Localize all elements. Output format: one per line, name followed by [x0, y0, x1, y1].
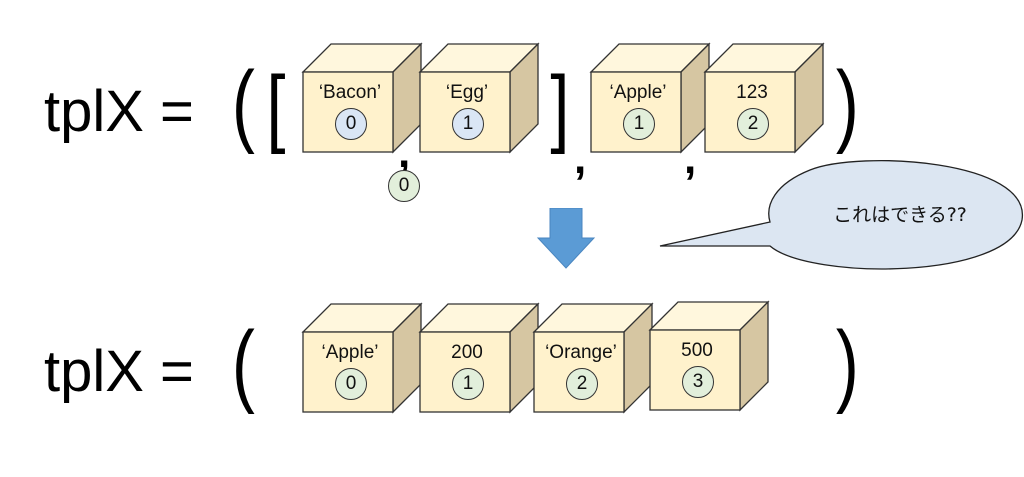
speech-bubble-text: これはできる??	[833, 204, 967, 226]
index-badge: 0	[335, 368, 367, 400]
index-badge: 1	[623, 108, 655, 140]
top-close-bracket: ]	[550, 59, 570, 155]
index-badge: 0	[335, 108, 367, 140]
cube-value: 500	[681, 340, 713, 361]
cube-123: 123 2	[703, 42, 825, 154]
index-badge: 3	[682, 366, 714, 398]
cube-value: ‘Apple’	[321, 342, 379, 363]
cube-value: ‘Bacon’	[318, 82, 382, 103]
list-comma: ,	[398, 128, 411, 177]
index-badge: 2	[566, 368, 598, 400]
cube-200: 200 1	[418, 302, 540, 414]
cube-orange: ‘Orange’ 2	[532, 302, 654, 414]
top-open-bracket: [	[266, 59, 286, 155]
tuple-comma-1: ,	[574, 134, 587, 183]
cube-value: ‘Egg’	[445, 82, 489, 103]
index-badge: 1	[452, 108, 484, 140]
bottom-tuple-label: tplX =	[44, 339, 194, 404]
index-badge: 1	[452, 368, 484, 400]
down-arrow-icon	[536, 208, 596, 269]
list-outer-index-badge: 0	[388, 170, 420, 202]
index-badge: 2	[737, 108, 769, 140]
cube-apple-top: ‘Apple’ 1	[589, 42, 711, 154]
speech-bubble	[659, 159, 1023, 270]
cube-value: 123	[736, 82, 768, 103]
top-close-paren: )	[835, 53, 859, 155]
tuple-comma-2: ,	[684, 134, 697, 183]
top-open-paren: (	[231, 53, 255, 155]
cube-shape	[301, 42, 423, 154]
cube-shape	[589, 42, 711, 154]
cube-500: 500 3	[648, 300, 770, 412]
cube-value: 200	[451, 342, 483, 363]
top-tuple-label: tplX =	[44, 79, 194, 144]
bottom-open-paren: (	[231, 313, 255, 415]
cube-egg: ‘Egg’ 1	[418, 42, 540, 154]
bottom-close-paren: )	[835, 313, 859, 415]
cube-bacon: ‘Bacon’ 0	[301, 42, 423, 154]
cube-value: ‘Orange’	[545, 342, 617, 363]
cube-apple: ‘Apple’ 0	[301, 302, 423, 414]
cube-value: ‘Apple’	[609, 82, 667, 103]
